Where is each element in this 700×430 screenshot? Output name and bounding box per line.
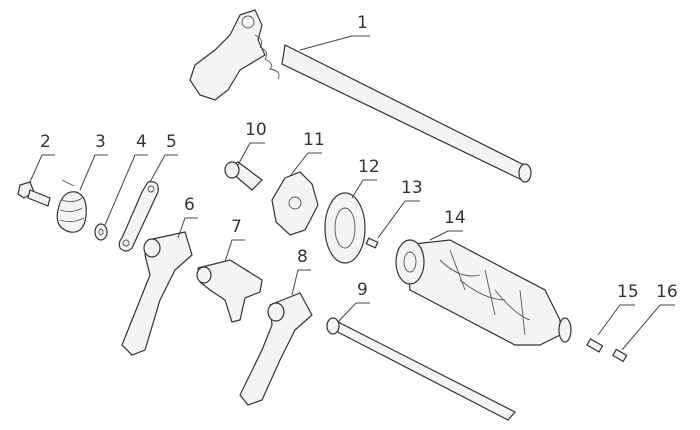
callout-8: 8 (297, 247, 308, 267)
part-6-shift-fork (121, 231, 193, 356)
callout-13: 13 (401, 178, 423, 198)
callout-14: 14 (444, 208, 466, 228)
part-9-rod (326, 317, 516, 421)
part-10-pin (224, 161, 263, 191)
callout-1: 1 (357, 13, 368, 33)
callout-2: 2 (40, 132, 51, 152)
part-1-shift-shaft (189, 9, 532, 183)
callout-7: 7 (231, 217, 242, 237)
callout-11: 11 (303, 130, 325, 150)
callout-3: 3 (95, 132, 106, 152)
part-16-pin (611, 348, 628, 363)
part-2-bolt (17, 181, 51, 207)
part-3-spring (56, 179, 87, 233)
part-5-lever (118, 181, 159, 252)
callout-4: 4 (136, 132, 147, 152)
callout-12: 12 (358, 157, 380, 177)
callout-16: 16 (656, 282, 678, 302)
callout-10: 10 (245, 120, 267, 140)
part-11-star-cam (271, 171, 319, 236)
part-8-shift-fork (239, 292, 313, 406)
callout-6: 6 (184, 195, 195, 215)
part-15-screw (586, 338, 604, 353)
part-7-shift-fork (196, 259, 263, 323)
callout-5: 5 (166, 132, 177, 152)
part-13-pin (365, 237, 379, 249)
part-4-washer (94, 223, 108, 241)
part-14-shift-drum (395, 239, 572, 346)
leader-lines (29, 35, 675, 351)
callout-9: 9 (357, 280, 368, 300)
callout-15: 15 (617, 282, 639, 302)
part-12-bearing (324, 192, 366, 264)
